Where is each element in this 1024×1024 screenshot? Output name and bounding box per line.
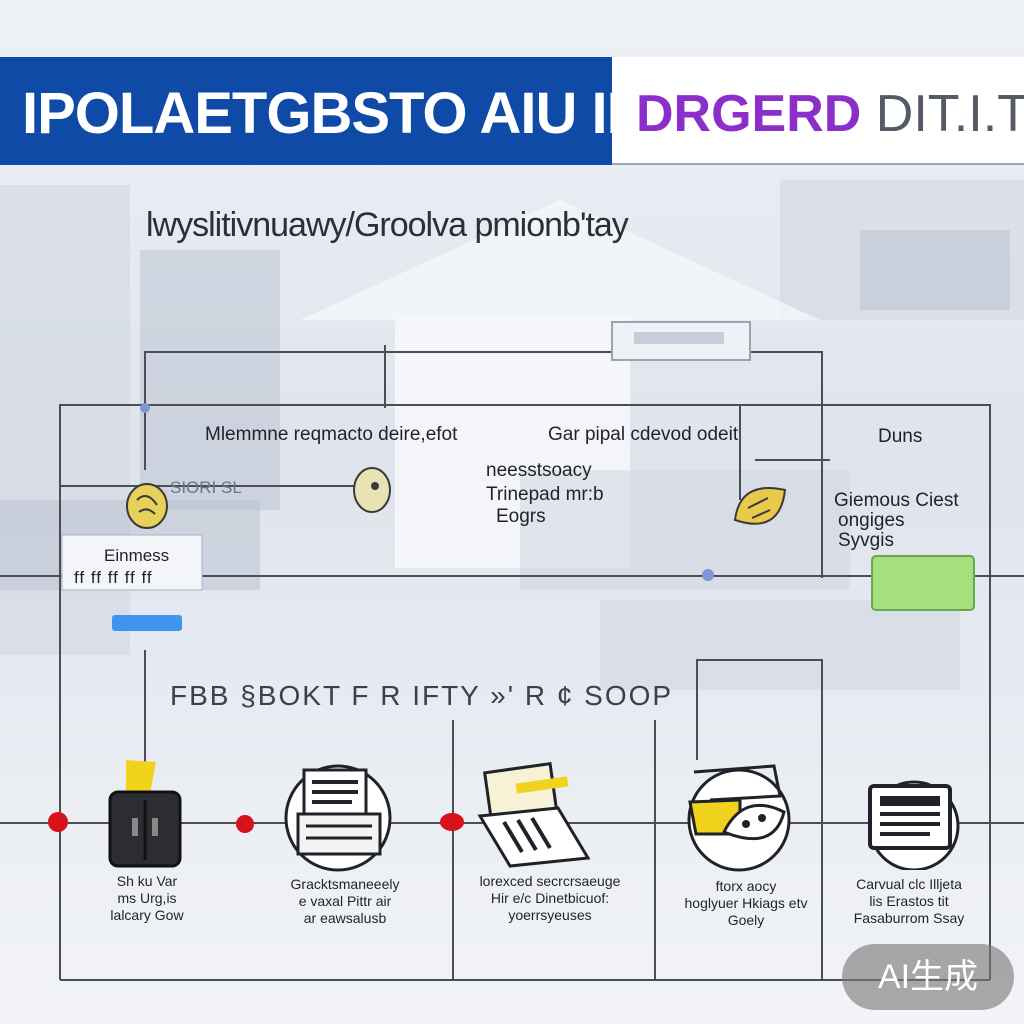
step-3-caption-line-3: yoerrsyeuses (508, 907, 592, 923)
step-5-caption-line-3: Fasaburrom Ssay (853, 910, 965, 926)
printer-icon (108, 760, 182, 868)
label-requirements: Mlemmne reqmacto deire,efot (205, 424, 458, 445)
header-bar (0, 57, 612, 165)
step-4-caption-line-3: Goely (727, 912, 765, 928)
flow-node-2 (236, 815, 254, 833)
header-title-right-main: DRGERD (636, 85, 862, 143)
laptop-icon (477, 761, 591, 868)
step-1-caption-line-2: ms Urg,is (117, 890, 177, 906)
step-4-caption: ftorx aocy hoglyuer Hkiags etv Goely (656, 878, 836, 929)
label-box (61, 534, 203, 591)
step-3-caption: lorexced secrcrsaeuge Hir e/c Dinetbicuo… (460, 873, 640, 924)
cloud-drive-icon (687, 764, 791, 872)
header-title-right: DRGERD DIT.I.T (636, 66, 1024, 162)
header-title-right-panel (612, 57, 1024, 165)
leaf-icon-right (733, 487, 787, 525)
diagram-subtitle: lwyslitivnuawy/Groolva pmionb'tay (146, 206, 629, 244)
flow-node-3 (440, 813, 464, 831)
step-1-caption-line-3: lalcary Gow (110, 907, 184, 923)
step-1-caption: Sh ku Var ms Urg,is lalcary Gow (62, 873, 232, 924)
blue-highlight-bar (112, 615, 182, 631)
label-process-line-2: Trinepad mr:b (486, 484, 604, 505)
label-duns: Duns (878, 426, 923, 447)
step-2-caption-line-3: ar eawsalusb (303, 910, 387, 926)
step-5-caption: Carvual clc Illjeta lis Erastos tit Fasa… (826, 876, 992, 927)
header-title-left: IPOLAETGBSTO AIU II ELY (22, 81, 612, 146)
label-genus-line-3: Syvgis (838, 530, 894, 551)
label-process-line-1: neesstsoacy (486, 460, 592, 481)
green-panel (871, 555, 975, 611)
step-3-caption-line-1: lorexced secrcrsaeuge (479, 873, 621, 889)
step-4-caption-line-1: ftorx aocy (715, 878, 777, 894)
label-small-tag: SIORI SL (170, 478, 242, 497)
label-business-line-2: ff ff ff ff ff (74, 568, 153, 587)
label-approval: Gar pipal cdevod odeit (548, 424, 739, 445)
step-1-caption-line-1: Sh ku Var (116, 873, 178, 889)
flow-node-1 (48, 812, 68, 832)
step-4-caption-line-2: hoglyuer Hkiags etv (684, 895, 808, 911)
header-title-right-tail: DIT.I.T (875, 85, 1024, 143)
document-scanner-icon (284, 764, 392, 872)
label-genus-line-1: Giemous Ciest (834, 490, 959, 511)
step-5-caption-line-1: Carvual clc Illjeta (856, 876, 962, 892)
step-2-caption-line-2: e vaxal Pittr air (298, 893, 392, 909)
step-2-caption: Gracktsmaneeely e vaxal Pittr air ar eaw… (260, 876, 430, 927)
label-genus-line-2: ongiges (838, 510, 905, 531)
label-process-line-3: Eogrs (496, 506, 546, 527)
leaf-icon-middle (353, 467, 391, 513)
step-2-caption-line-1: Gracktsmaneeely (290, 876, 400, 892)
step-3-caption-line-2: Hir e/c Dinetbicuof: (490, 890, 610, 906)
ai-generated-badge: AI生成 (842, 944, 1014, 1010)
leaf-icon-left (126, 483, 168, 529)
step-5-caption-line-2: lis Erastos tit (869, 893, 949, 909)
label-business-line-1: Einmess (104, 546, 170, 565)
process-heading: FBB §BOKT F R IFTY »' R ¢ SOOP (170, 680, 674, 711)
monitor-icon (868, 780, 960, 870)
